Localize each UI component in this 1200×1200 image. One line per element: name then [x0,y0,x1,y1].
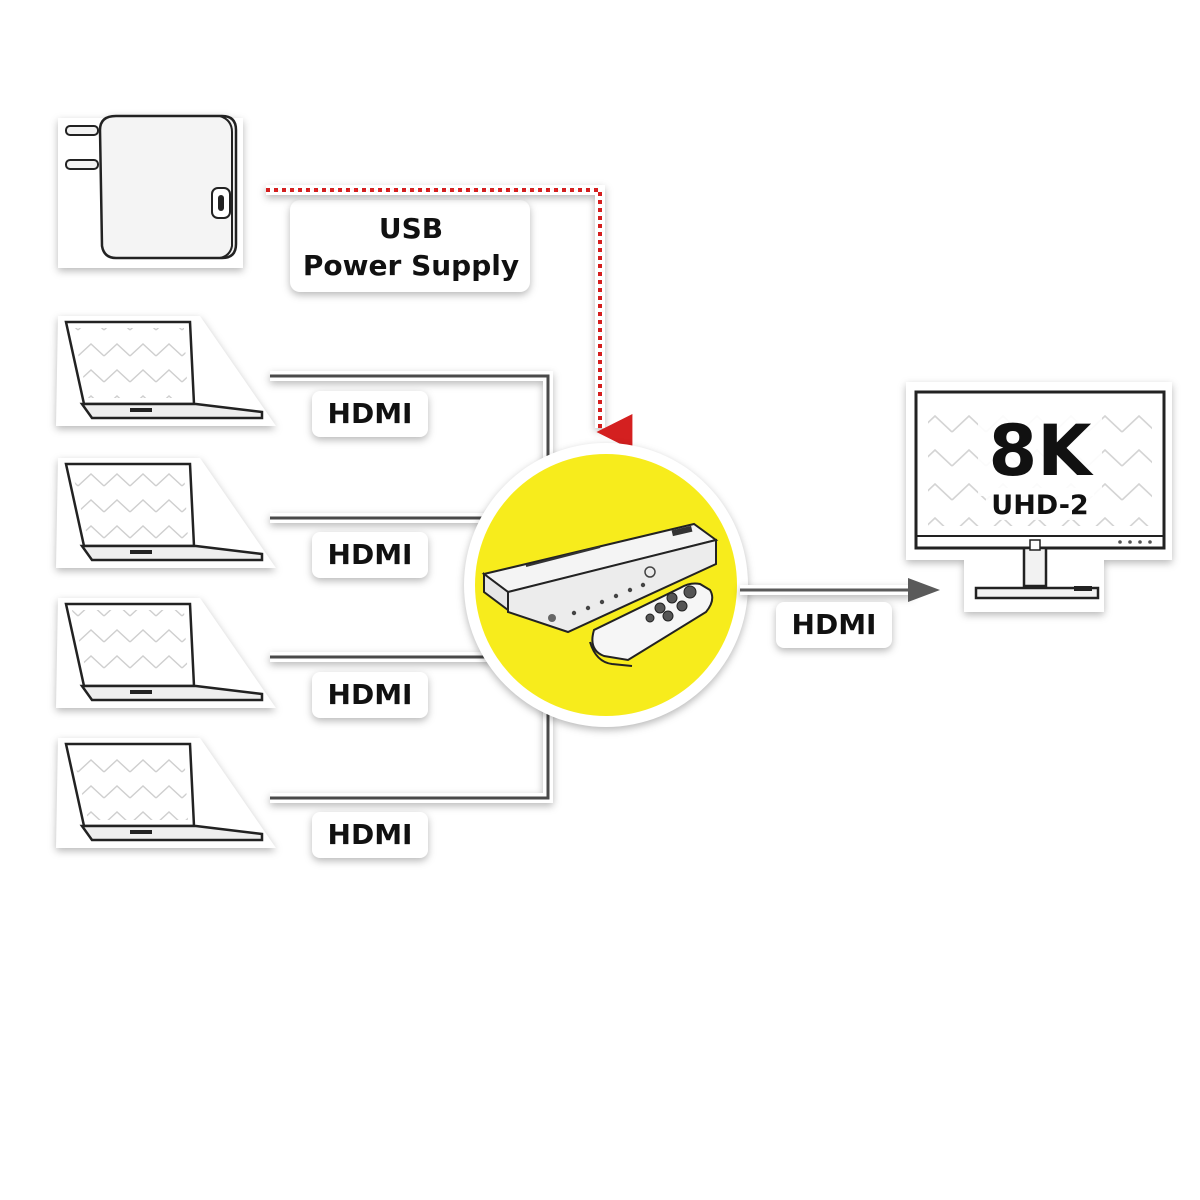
resolution-text: 8K [989,410,1095,492]
input-label-2: HDMI [312,532,428,578]
laptop-icon [56,598,276,708]
input-label-text: HDMI [328,818,413,851]
input-label-text: HDMI [328,538,413,571]
output-cable-arrow [740,578,940,602]
laptops [56,316,276,848]
power-label-line1: USB [379,212,443,245]
laptop-icon [56,316,276,426]
power-label-line2: Power Supply [303,249,519,282]
input-label-text: HDMI [328,678,413,711]
usb-power-adapter-icon [58,114,243,268]
output-label-text: HDMI [792,608,877,641]
laptop-icon [56,738,276,848]
input-label-3: HDMI [312,672,428,718]
power-supply-label: USB Power Supply [290,200,530,292]
input-label-4: HDMI [312,812,428,858]
standard-text: UHD-2 [991,490,1088,521]
input-label-1: HDMI [312,391,428,437]
laptop-icon [56,458,276,568]
input-cables [270,371,553,803]
output-label: HDMI [776,602,892,648]
power-cable-line [266,185,633,450]
monitor-resolution-label: 8K UHD-2 [978,408,1102,521]
hdmi-switch-icon [481,522,719,634]
input-labels: HDMI HDMI HDMI HDMI [312,391,428,858]
input-label-text: HDMI [328,397,413,430]
remote-control-icon [589,582,714,667]
